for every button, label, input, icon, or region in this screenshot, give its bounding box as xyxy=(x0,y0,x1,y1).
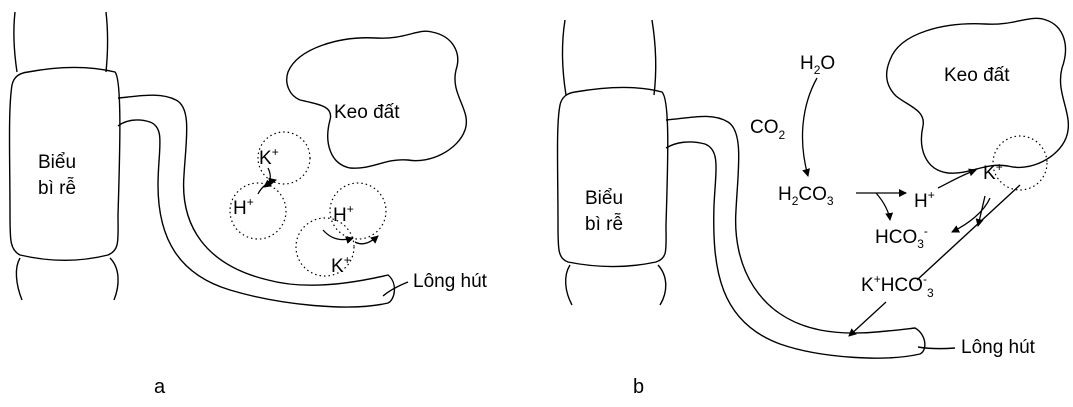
h2o-sub: 2 xyxy=(814,63,821,77)
root-label-line1-b: Biểu xyxy=(585,188,623,209)
line-k-to-kh xyxy=(916,184,1021,281)
h2o-o: O xyxy=(820,53,835,74)
panel-a: Biểu bì rễ Keo đất Lông hút K+ H+ H+ K+ … xyxy=(8,11,488,398)
arrow-colloid-side-down xyxy=(975,195,986,227)
ion-k-bottom-charge: + xyxy=(344,253,351,267)
root-lower-right-line-b xyxy=(657,264,667,306)
ion-h-left: H+ xyxy=(233,195,254,219)
h-ion-symbol: H xyxy=(914,191,928,212)
soil-colloid-b xyxy=(885,17,1070,174)
label-h2o: H2O xyxy=(800,53,835,77)
soil-colloid-label-a: Keo đất xyxy=(334,102,400,123)
root-upper-left-line-b xyxy=(561,19,567,96)
root-hair-label-b: Lông hút xyxy=(961,337,1036,358)
arrow-h2o-to-h2co3 xyxy=(801,77,818,177)
root-lower-right-line-a xyxy=(109,257,119,301)
caption-a: a xyxy=(154,376,166,398)
hco3-sub: 3 xyxy=(917,237,924,251)
label-co2: CO2 xyxy=(750,117,786,142)
root-label-line2-a: bì rễ xyxy=(38,177,76,199)
khco3-hco: HCO xyxy=(881,275,923,296)
root-hair-label-a: Lông hút xyxy=(413,271,488,292)
h2co3-sub1: 2 xyxy=(792,194,799,208)
ion-k-top-symbol: K xyxy=(259,148,272,169)
ion-h-left-symbol: H xyxy=(233,198,247,219)
h2co3-h: H xyxy=(778,184,792,205)
arrow-h-to-k-right xyxy=(354,235,379,245)
khco3-sub: 3 xyxy=(927,286,934,300)
ion-k-top-charge: + xyxy=(272,145,279,159)
k-ion-charge: + xyxy=(996,160,1003,174)
khco3-k: K xyxy=(861,275,874,296)
hco3-charge: - xyxy=(924,224,928,238)
ion-circle-h-left xyxy=(229,182,287,240)
arrow-k-to-hco3 xyxy=(951,197,991,233)
arrow-k-to-h-right xyxy=(322,229,354,244)
root-hair-leader-a xyxy=(382,281,409,297)
soil-colloid-a xyxy=(286,30,468,169)
soil-colloid-label-b: Keo đất xyxy=(944,65,1010,86)
root-hair-leader-b xyxy=(917,346,956,350)
label-h2co3: H2CO3 xyxy=(778,184,834,208)
ion-k-bottom-symbol: K xyxy=(331,256,344,277)
ion-h-right: H+ xyxy=(333,202,354,226)
h2co3-co: CO xyxy=(798,184,827,205)
ion-h-right-symbol: H xyxy=(333,205,347,226)
arrow-h-to-k xyxy=(937,168,977,189)
hco3-hco: HCO xyxy=(875,227,917,248)
khco3-charge: - xyxy=(923,272,927,286)
root-lower-left-line-b xyxy=(565,264,573,306)
ion-h-left-charge: + xyxy=(247,195,254,209)
h-ion-charge: + xyxy=(928,188,935,202)
label-hco3: HCO3- xyxy=(875,224,928,251)
k-ion-symbol: K xyxy=(983,163,996,184)
ion-circle-k-colloid xyxy=(992,135,1048,191)
panel-b: Biểu bì rễ Keo đất Lông hút H2O CO2 H2CO… xyxy=(556,17,1070,398)
co2-sub: 2 xyxy=(779,128,786,142)
ion-k-bottom: K+ xyxy=(331,253,351,277)
ion-circle-k-top xyxy=(257,131,311,185)
ion-circle-h-right xyxy=(329,182,387,240)
label-khco3: K+HCO-3 xyxy=(861,272,934,300)
ion-h-right-charge: + xyxy=(347,202,354,216)
caption-b: b xyxy=(633,376,644,398)
h2co3-sub2: 3 xyxy=(827,194,834,208)
root-label-line2-b: bì rễ xyxy=(585,213,623,235)
root-hair-b xyxy=(665,115,926,359)
root-epidermis-a xyxy=(8,66,121,261)
ion-circle-k-bottom xyxy=(295,217,355,277)
arrow-kh-to-root-hair xyxy=(848,301,887,337)
label-h-ion: H+ xyxy=(914,188,935,212)
root-label-line1-a: Biểu xyxy=(38,152,76,173)
root-hair-a xyxy=(117,94,396,308)
label-k-ion: K+ xyxy=(983,160,1003,184)
root-epidermis-b xyxy=(556,86,669,268)
ion-k-top: K+ xyxy=(259,145,279,169)
root-upper-left-line-a xyxy=(13,11,18,73)
arrow-h2co3-to-hco3 xyxy=(875,192,894,221)
root-lower-left-line-a xyxy=(15,257,23,301)
root-upper-right-line-a xyxy=(105,11,109,73)
khco3-k-charge: + xyxy=(874,272,881,286)
h2o-h: H xyxy=(800,53,814,74)
arrow-h-to-k xyxy=(257,177,277,195)
co2-co: CO xyxy=(750,117,779,138)
root-upper-right-line-b xyxy=(651,19,657,96)
